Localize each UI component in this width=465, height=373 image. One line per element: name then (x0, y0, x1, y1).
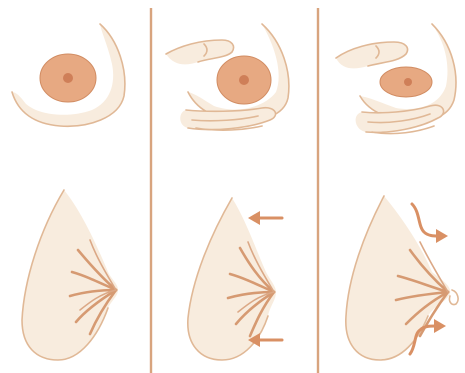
panel-compression (336, 24, 458, 360)
front-view-compression (336, 24, 456, 134)
arrow-right-icon (412, 204, 448, 243)
breast-profile (22, 190, 118, 360)
side-view-expression (346, 196, 458, 360)
side-view-compression (188, 198, 282, 360)
nipple (63, 73, 73, 83)
nipple (239, 75, 249, 85)
nipple (404, 78, 412, 86)
side-view-relaxed (22, 190, 118, 360)
arrow-left-icon (248, 211, 282, 225)
panel-hand-placement (166, 24, 289, 360)
front-view-relaxed (12, 24, 125, 126)
milk-droplet (449, 290, 458, 305)
front-view-hand-placement (166, 24, 289, 130)
panel-relaxed (12, 24, 125, 360)
